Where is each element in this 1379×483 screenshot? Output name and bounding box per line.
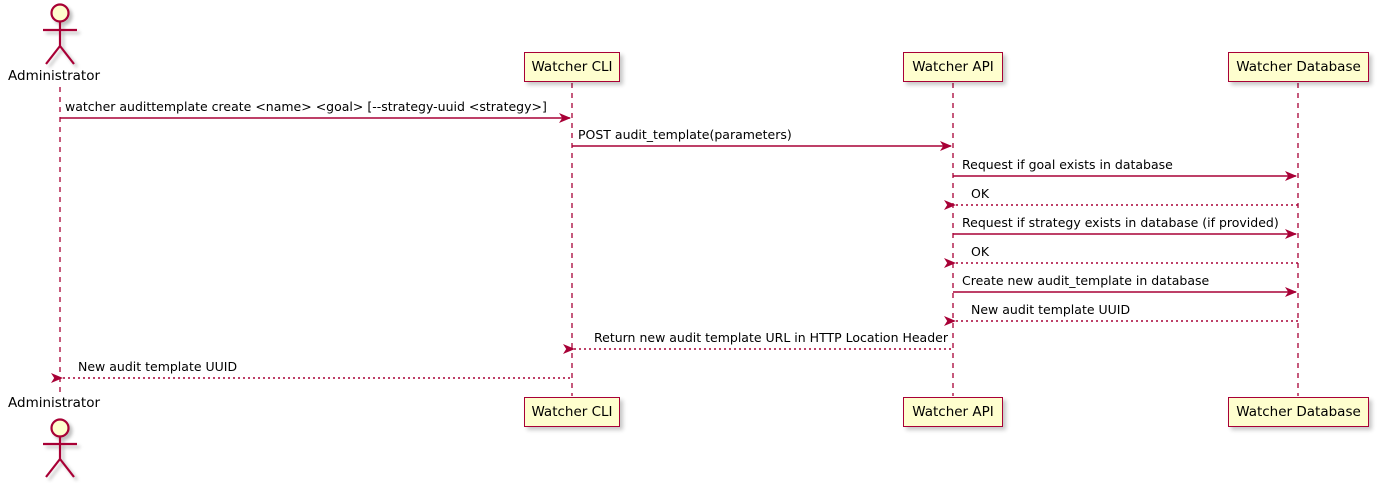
actor-glyph-bottom <box>43 418 77 478</box>
message-label-10: New audit template UUID <box>78 359 238 374</box>
message-arrows <box>51 113 1298 383</box>
message-label-4: OK <box>971 186 990 201</box>
message-label-3: Request if goal exists in database <box>962 157 1173 172</box>
participant-box-watcher-api-bottom[interactable]: Watcher API <box>903 397 1003 427</box>
lifelines <box>59 83 1299 396</box>
participant-box-watcher-api-top[interactable]: Watcher API <box>903 52 1003 82</box>
message-label-1: watcher audittemplate create <name> <goa… <box>65 99 547 114</box>
participant-box-watcher-database-top[interactable]: Watcher Database <box>1228 52 1369 82</box>
message-label-2: POST audit_template(parameters) <box>578 127 792 142</box>
message-label-5: Request if strategy exists in database (… <box>962 215 1279 230</box>
participant-box-watcher-cli-bottom[interactable]: Watcher CLI <box>524 397 620 427</box>
message-label-8: New audit template UUID <box>971 302 1131 317</box>
message-label-6: OK <box>971 244 990 259</box>
participant-box-watcher-database-bottom[interactable]: Watcher Database <box>1228 397 1369 427</box>
participant-box-watcher-cli-top[interactable]: Watcher CLI <box>524 52 620 82</box>
message-label-9: Return new audit template URL in HTTP Lo… <box>594 330 948 345</box>
actor-label-administrator-top: Administrator <box>8 68 101 84</box>
actor-glyph-top <box>43 3 77 65</box>
message-label-7: Create new audit_template in database <box>962 273 1210 288</box>
actor-label-administrator-bottom: Administrator <box>8 395 101 411</box>
